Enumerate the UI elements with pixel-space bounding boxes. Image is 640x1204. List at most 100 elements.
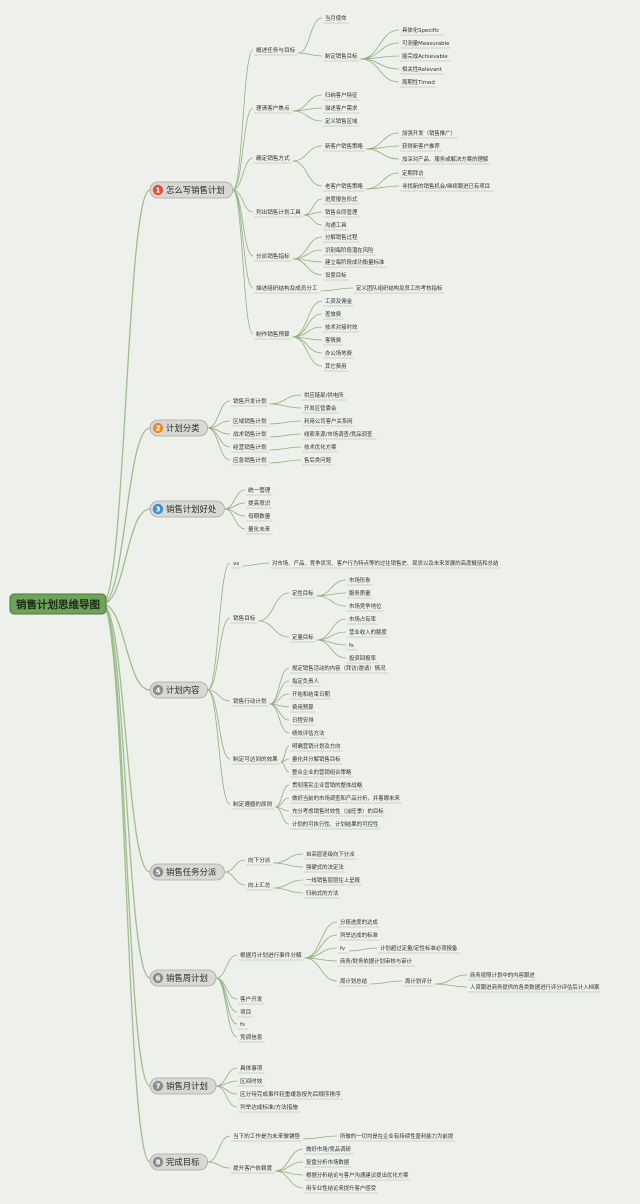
leaf-topic: 计划超过定量/定性标准必须报备 <box>380 944 458 952</box>
connector-line <box>269 420 302 425</box>
connector-line <box>275 1161 304 1172</box>
connector-line <box>292 145 323 162</box>
connector-line <box>365 148 400 160</box>
leaf-topic: 设置目标 <box>325 271 347 279</box>
branch-title: 销售月计划 <box>166 1081 208 1091</box>
branch-number-badge <box>152 184 164 196</box>
branch-box <box>149 863 225 881</box>
sub-topic: 概述任务与目标 <box>256 46 296 54</box>
leaf-topic: 商务按照计划中的内容跟进 <box>470 971 535 979</box>
branch-number-badge <box>152 972 164 984</box>
leaf-topic: 加深对产品、服务或解决方案的理解 <box>402 155 489 163</box>
connector-line <box>101 603 151 1163</box>
sub-topic: 销售目标 <box>233 614 256 622</box>
branch-title: 销售周计划 <box>166 973 208 983</box>
connector-line <box>280 761 290 773</box>
sub-topic: 区间时效 <box>240 1077 263 1085</box>
sub-topic: 区分待完成事件轻重缓急按先后顺序排序 <box>240 1090 341 1098</box>
connector-line <box>215 1085 238 1108</box>
connector-line <box>232 49 254 191</box>
branch-title: 销售任务分派 <box>166 867 217 877</box>
leaf-topic: 做好市场/竞品调研 <box>306 1145 352 1153</box>
connector-line <box>215 977 238 1025</box>
leaf-topic: 一线销售层层往上呈报 <box>306 876 361 884</box>
connector-line <box>303 198 323 216</box>
leaf-topic: 客情费 <box>325 336 342 344</box>
leaf-topic: 日程安排 <box>292 716 314 724</box>
sub-topic: 区域销售计划 <box>233 417 267 425</box>
connector-line <box>360 55 400 60</box>
connector-line <box>273 853 304 864</box>
leaf-topic: 描述客户需求 <box>325 104 358 112</box>
sub-topic: 经营销售计划 <box>233 443 267 451</box>
connector-line <box>292 313 323 338</box>
sub-topic: 量化未来 <box>248 525 271 533</box>
connector-line <box>292 94 323 112</box>
connector-line <box>273 887 304 894</box>
sub-topic: 当下的工作是为未来做铺垫 <box>233 1132 301 1140</box>
connector-line <box>101 189 151 605</box>
sub-topic: 提高意识 <box>248 499 271 507</box>
connector-line <box>316 579 347 597</box>
sub-topic: 列举达成标准/方法措施 <box>240 1103 298 1111</box>
branch-title: 完成目标 <box>166 1157 200 1167</box>
leaf-topic: 充分考虑销售时效性（淡旺季）的目标 <box>292 807 384 815</box>
connector-line <box>304 934 338 959</box>
connector-line <box>292 160 323 187</box>
leaf-topic: 绩效评估方法 <box>292 729 325 737</box>
branch-box <box>149 1153 208 1171</box>
connector-line <box>360 29 400 60</box>
branch-number-badge <box>152 503 164 515</box>
connector-line <box>275 784 290 808</box>
leaf-topic: 差旅费 <box>325 310 342 318</box>
leaf-topic: 线索来源/市场调查/竞品调查 <box>304 430 373 438</box>
branch-number: 3 <box>156 506 161 514</box>
connector-line <box>269 446 302 451</box>
root-node <box>9 593 107 615</box>
sub-topic: 母期数量 <box>248 512 271 520</box>
connector-line <box>365 132 400 150</box>
leaf-topic: 供应链部/供电所 <box>304 391 344 399</box>
sub-topic: 统一管理 <box>248 486 271 494</box>
connector-line <box>292 336 323 354</box>
connector-line <box>232 189 254 289</box>
connector-line <box>101 603 151 979</box>
leaf-topic: fs <box>349 643 354 649</box>
leaf-topic: 周计划总结 <box>340 977 368 985</box>
connector-line <box>292 258 323 276</box>
connector-line <box>232 157 254 191</box>
connector-line <box>292 300 323 338</box>
connector-line <box>232 189 254 213</box>
connector-line <box>101 427 151 605</box>
branch-title: 怎么写销售计划 <box>166 185 225 195</box>
leaf-topic: 根据分析结论与客户沟通建议提出优化方案 <box>306 1171 409 1179</box>
connector-line <box>101 508 151 605</box>
connector-line <box>275 1170 304 1189</box>
leaf-topic: 制定销售目标 <box>325 52 358 60</box>
connector-line <box>269 433 302 438</box>
branch-number: 4 <box>156 687 161 695</box>
connector-line <box>275 806 290 825</box>
sub-topic: 列出销售计划工具 <box>256 208 301 216</box>
sub-topic: 制定可达到的效果 <box>233 755 278 763</box>
connector-line <box>101 603 151 873</box>
leaf-topic: 销售合同管理 <box>325 208 358 216</box>
branch-number-badge <box>152 1080 164 1092</box>
root-label: 销售计划思维导图 <box>16 598 100 611</box>
connector-line <box>280 758 290 763</box>
leaf-topic: 定义销售区域 <box>325 117 358 125</box>
leaf-topic: 整合企业的营销组合策略 <box>292 768 352 776</box>
connector-line <box>215 954 238 979</box>
leaf-topic: 自高层逐级向下分派 <box>306 850 355 858</box>
leaf-topic: 做好当前的市场调查和产品分析，并着眼未来 <box>292 794 400 802</box>
sub-topic: 向上汇总 <box>248 881 271 889</box>
leaf-topic: 识别每阶段潜在风险 <box>325 246 374 254</box>
leaf-topic: 售后类问题 <box>304 456 332 464</box>
sub-topic: 战术销售计划 <box>233 430 267 438</box>
